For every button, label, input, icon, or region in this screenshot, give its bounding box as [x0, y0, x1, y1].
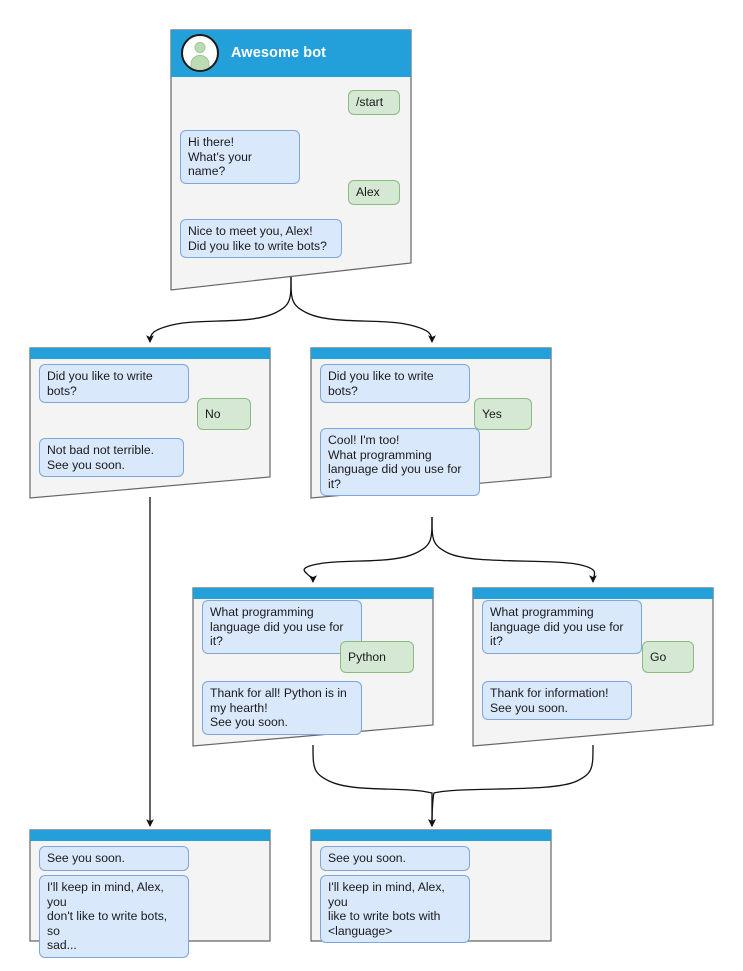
message-bubble-bot: What programming language did you use fo… [482, 600, 642, 654]
chat-node-answer-no[interactable]: Did you like to write bots? No Not bad n… [29, 347, 271, 499]
edge-lang-go-to-end-happy [428, 744, 594, 828]
message-bubble-user: Python [340, 641, 414, 673]
message-bubble-user: /start [348, 90, 400, 115]
message-bubble-bot: Not bad not terrible. See you soon. [39, 438, 184, 478]
message-bubble-bot: Thank for information! See you soon. [482, 681, 632, 721]
message-bubble-user: Yes [474, 398, 532, 430]
chat-node-start[interactable]: Awesome bot /start Hi there! What's your… [170, 29, 412, 291]
chat-node-answer-yes[interactable]: Did you like to write bots? Yes Cool! I'… [310, 347, 552, 499]
chat-node-end-happy[interactable]: See you soon. I'll keep in mind, Alex, y… [310, 829, 552, 944]
message-bubble-bot: Nice to meet you, Alex! Did you like to … [180, 219, 342, 259]
message-bubble-bot: Hi there! What's your name? [180, 130, 300, 184]
message-bubble-user: No [197, 398, 251, 430]
message-bubble-bot: See you soon. [39, 846, 189, 871]
message-bubble-bot: Cool! I'm too! What programming language… [320, 428, 480, 497]
edge-answer-yes-to-lang-go [431, 516, 597, 584]
edge-lang-python-to-end-happy [312, 744, 436, 828]
message-bubble-bot: Thank for all! Python is in my hearth! S… [202, 681, 362, 735]
message-bubble-bot: What programming language did you use fo… [202, 600, 362, 654]
message-bubble-bot: I'll keep in mind, Alex, you like to wri… [320, 875, 470, 944]
bot-name-label: Awesome bot [231, 45, 327, 61]
chat-node-lang-go[interactable]: What programming language did you use fo… [472, 587, 714, 747]
message-bubble-bot: See you soon. [320, 846, 470, 871]
chat-node-lang-python[interactable]: What programming language did you use fo… [192, 587, 434, 747]
message-bubble-bot: I'll keep in mind, Alex, you don't like … [39, 875, 189, 958]
node-header-start: Awesome bot [170, 29, 326, 77]
message-bubble-user: Alex [348, 180, 400, 205]
message-bubble-bot: Did you like to write bots? [39, 364, 189, 404]
chat-node-end-sad[interactable]: See you soon. I'll keep in mind, Alex, y… [29, 829, 271, 958]
edge-answer-yes-to-lang-python [303, 516, 433, 584]
message-bubble-user: Go [642, 641, 694, 673]
user-avatar-icon [181, 34, 219, 72]
message-bubble-bot: Did you like to write bots? [320, 364, 470, 404]
